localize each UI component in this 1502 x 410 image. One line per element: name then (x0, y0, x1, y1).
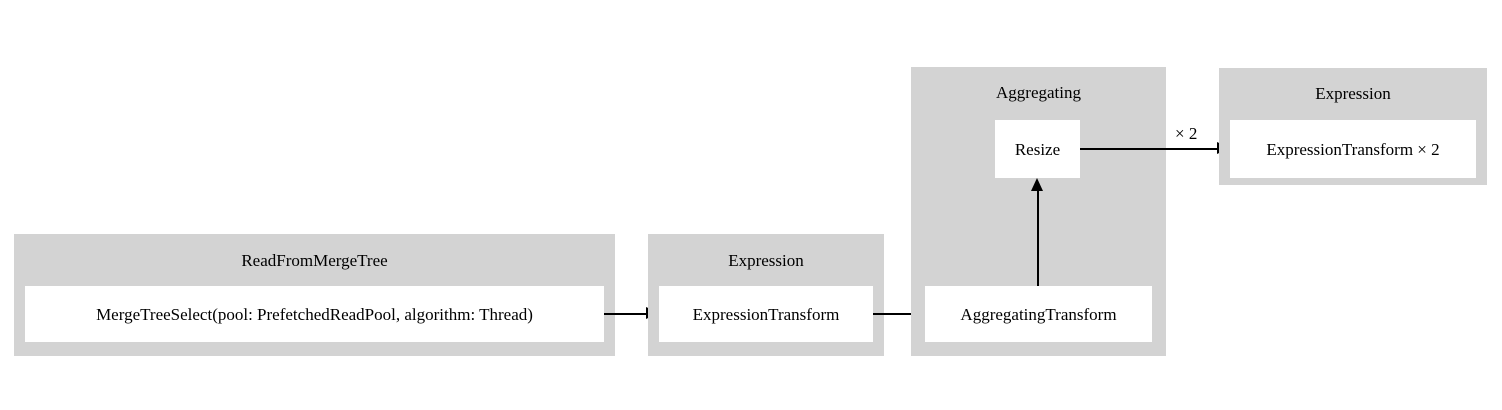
edge-expression-to-aggregating-line (873, 313, 912, 315)
cluster-title-aggregating: Aggregating (996, 83, 1081, 102)
node-label-resize: Resize (1014, 139, 1061, 159)
node-label-expression-transform-x2: ExpressionTransform × 2 (1266, 139, 1440, 159)
cluster-title-expression-left: Expression (728, 251, 804, 270)
edge-aggregating-to-resize-arrowhead (1031, 178, 1043, 191)
node-expression-transform-x2[interactable]: ExpressionTransform × 2 (1230, 120, 1476, 178)
cluster-title-expression-right: Expression (1315, 84, 1391, 103)
edge-aggregating-to-resize-line (1037, 191, 1039, 286)
node-label-merge-tree-select: MergeTreeSelect(pool: PrefetchedReadPool… (96, 304, 533, 324)
edge-label-resize-to-expression-x2: × 2 (1175, 124, 1198, 143)
node-label-aggregating-transform: AggregatingTransform (960, 304, 1117, 324)
node-label-expression-transform: ExpressionTransform (692, 304, 840, 324)
node-resize[interactable]: Resize (995, 120, 1080, 178)
cluster-title-read-from-merge-tree: ReadFromMergeTree (241, 251, 388, 270)
node-aggregating-transform[interactable]: AggregatingTransform (925, 286, 1152, 342)
node-merge-tree-select[interactable]: MergeTreeSelect(pool: PrefetchedReadPool… (25, 286, 604, 342)
edge-select-to-expression-line (604, 313, 646, 315)
edge-resize-to-expression-x2-line (1080, 148, 1217, 150)
node-expression-transform[interactable]: ExpressionTransform (659, 286, 873, 342)
